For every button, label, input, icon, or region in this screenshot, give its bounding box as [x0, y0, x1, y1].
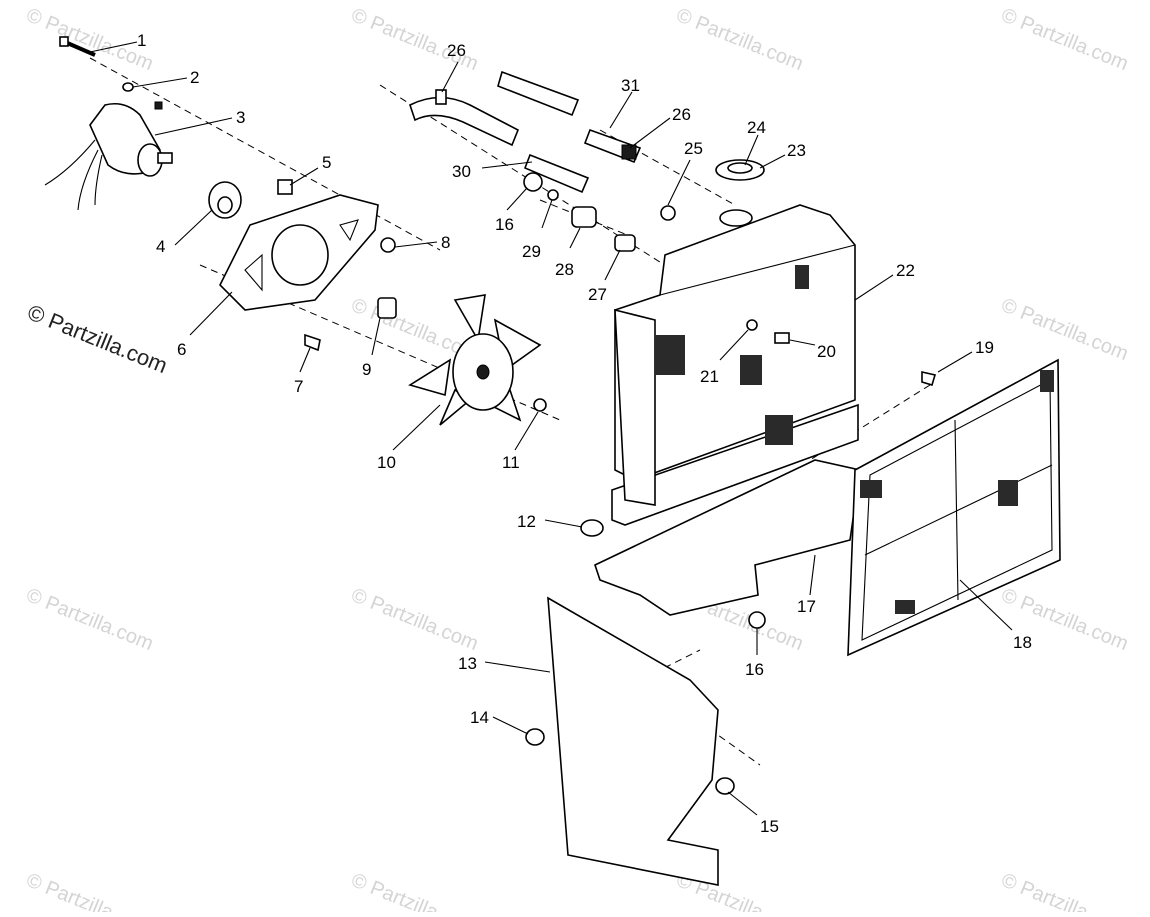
watermark: © Partzilla.com	[998, 4, 1131, 75]
nut-part-8	[380, 237, 396, 253]
hub-part-4	[208, 181, 242, 219]
radiator-part-22	[611, 204, 859, 526]
radiator-cap-part-23	[715, 159, 765, 181]
nut-part-11	[533, 398, 547, 412]
callout-28: 28	[555, 260, 574, 279]
watermark: © Partzilla.com	[348, 584, 481, 655]
hose-part-31	[583, 128, 642, 164]
callout-labels: 1 2 3 4 5 6 7 8 9 10 11 12 13 14 15 16 1…	[137, 31, 1032, 836]
callout-5: 5	[322, 153, 331, 172]
brand-label: © Partzilla.com	[24, 299, 171, 378]
watermark: © Partzilla.com	[998, 294, 1131, 365]
watermark: © Partzilla.com	[23, 584, 156, 655]
bracket-part-17	[594, 459, 861, 616]
watermark: © Partzilla.com	[673, 4, 806, 75]
filler-neck	[719, 209, 753, 227]
bushing-part-28	[571, 206, 597, 228]
callout-14: 14	[470, 708, 489, 727]
callout-29: 29	[522, 242, 541, 261]
callout-16-upper: 16	[495, 215, 514, 234]
callout-3: 3	[236, 108, 245, 127]
callout-13: 13	[458, 654, 477, 673]
bolt-part-20	[774, 332, 790, 344]
watermark: © Partzilla.com	[348, 869, 481, 912]
fastener-part-15	[715, 777, 735, 795]
callout-20: 20	[817, 342, 836, 361]
side-panel-part-13	[547, 596, 719, 886]
callout-24: 24	[747, 118, 766, 137]
washer-part-29	[547, 189, 559, 201]
callout-10: 10	[377, 453, 396, 472]
hose-part-30	[523, 153, 590, 194]
leader-lines	[89, 41, 1013, 816]
screw-part-19	[921, 370, 937, 386]
screw-part-7	[304, 333, 321, 352]
hose-upper	[497, 70, 580, 117]
nut-part-16-upper	[523, 172, 543, 192]
watermark: © Partzilla.com	[998, 869, 1131, 912]
callout-7: 7	[294, 377, 303, 396]
watermark: © Partzilla.com	[23, 869, 156, 912]
callout-6: 6	[177, 340, 186, 359]
washer-part-2	[122, 82, 134, 92]
callout-19: 19	[975, 338, 994, 357]
watermark: © Partzilla.com	[348, 4, 481, 75]
mounting-plate-part-6	[219, 194, 379, 311]
callout-26-right: 26	[672, 105, 691, 124]
screen-part-18	[847, 358, 1061, 657]
callout-16-lower: 16	[745, 660, 764, 679]
clip-part-25	[660, 205, 676, 221]
callout-12: 12	[517, 512, 536, 531]
callout-23: 23	[787, 141, 806, 160]
spacer-part-5	[277, 179, 293, 195]
callout-18: 18	[1013, 633, 1032, 652]
callout-9: 9	[362, 360, 371, 379]
callout-8: 8	[441, 233, 450, 252]
fan-motor-part-3	[44, 101, 173, 211]
callout-15: 15	[760, 817, 779, 836]
spacer-part-9	[377, 297, 397, 319]
spacer-part-27	[614, 234, 636, 252]
callout-22: 22	[896, 261, 915, 280]
callout-31: 31	[621, 76, 640, 95]
callout-26-left: 26	[447, 41, 466, 60]
callout-17: 17	[797, 597, 816, 616]
callout-4: 4	[156, 237, 165, 256]
callout-21: 21	[700, 367, 719, 386]
washer-part-21	[746, 319, 758, 331]
nut-part-16-lower	[748, 611, 766, 629]
callout-27: 27	[588, 285, 607, 304]
grommet-part-14	[525, 728, 545, 746]
hose-part-26-left	[409, 89, 520, 147]
callout-11: 11	[502, 453, 520, 472]
bolt-part-1	[59, 36, 96, 57]
fan-blade-part-10	[408, 294, 542, 426]
callout-25: 25	[684, 139, 703, 158]
callout-1: 1	[137, 31, 146, 50]
callout-30: 30	[452, 162, 471, 181]
callout-2: 2	[190, 68, 199, 87]
grommet-part-12	[580, 519, 604, 537]
